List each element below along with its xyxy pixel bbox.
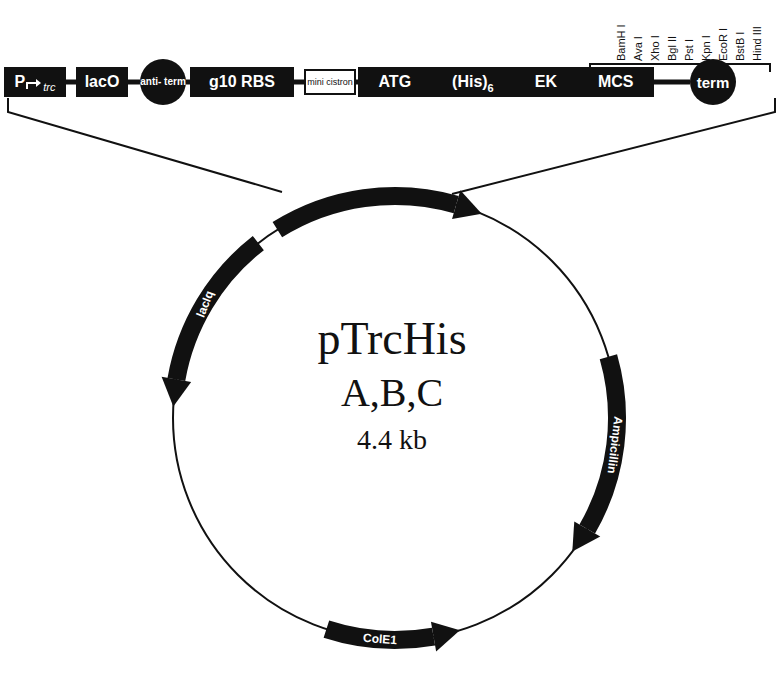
plasmid-name: pTrcHis: [317, 312, 466, 365]
leader-line: [8, 98, 282, 192]
restriction-site: Hind III: [751, 26, 764, 61]
feature-label: g10 RBS: [209, 73, 275, 91]
ampicillin-arrow-head: [572, 522, 600, 552]
feature-box: g10 RBS: [190, 67, 294, 97]
restriction-site: Ava I: [632, 36, 645, 61]
feature-label: mini cistron: [307, 78, 353, 87]
terminator-circle: anti- term: [140, 59, 186, 105]
plasmid-circle: [173, 196, 617, 640]
restriction-site: BstB I: [734, 32, 747, 61]
plasmid-name: 4.4 kb: [357, 424, 427, 456]
terminator-circle: term: [690, 59, 736, 105]
backbone-line: [654, 80, 690, 85]
feature-box: ATG (His)6 EK MCS: [358, 67, 654, 97]
promoter-head: [36, 79, 41, 87]
restriction-site: Kpn I: [700, 35, 713, 61]
feature-box: lacO: [76, 67, 128, 97]
promoter-symbol: [26, 79, 42, 91]
backbone-line: [66, 80, 76, 85]
promoter-arrow-head: [452, 190, 482, 219]
feature-box: Ptrc: [4, 67, 66, 97]
feature-label: 6: [488, 82, 494, 94]
plasmid-name: A,B,C: [341, 369, 443, 416]
backbone-line: [128, 80, 140, 85]
laciq-arrow: [176, 243, 258, 379]
promoter-stroke: [27, 83, 37, 89]
backbone-line: [294, 80, 304, 85]
feature-label: trc: [43, 81, 55, 93]
feature-label: lacO: [85, 73, 120, 91]
minicistron-box: mini cistron: [304, 69, 356, 95]
feature-label: EK: [535, 73, 557, 91]
feature-label: ATG: [378, 73, 411, 91]
gene-label: ColE1: [362, 631, 397, 647]
leader-line: [452, 98, 775, 194]
feature-label: P: [15, 73, 26, 91]
restriction-site: Bgl II: [666, 36, 679, 61]
feature-label: MCS: [598, 73, 634, 91]
cole1-arrow-head: [431, 622, 460, 652]
restriction-site: EcoR I: [717, 28, 730, 61]
restriction-site: Pst I: [683, 39, 696, 61]
restriction-site: Xho I: [649, 35, 662, 61]
restriction-site: BamH I: [615, 24, 628, 61]
his-tag-group: (His)6: [452, 73, 494, 91]
laciq-arrow-head: [162, 377, 192, 407]
feature-label: (His): [452, 73, 488, 90]
feature-label: term: [697, 75, 730, 90]
promoter-arrow: [277, 196, 456, 230]
feature-label: anti- term: [140, 77, 186, 87]
